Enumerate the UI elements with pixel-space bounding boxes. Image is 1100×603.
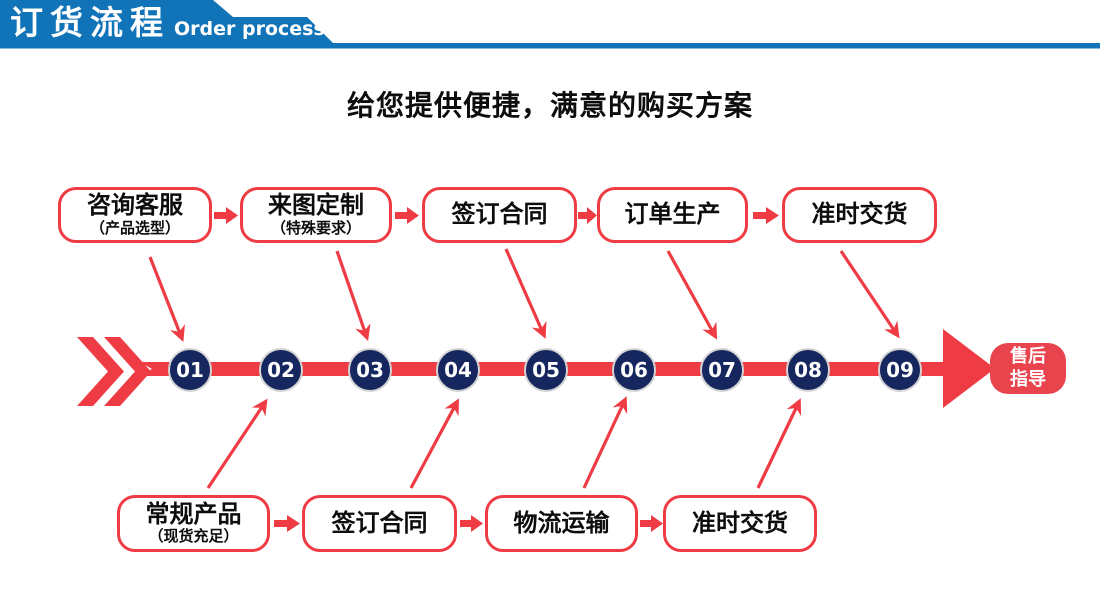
step-circle-06: 06 [612,348,656,392]
arrow-top1-to-step1 [148,256,185,342]
flow-box-custom-drawing: 来图定制 （特殊要求） [240,187,392,243]
after-sales-badge: 售后 指导 [990,343,1066,394]
flow-box-label: 准时交货 [811,200,908,229]
flow-box-on-time-delivery-top: 准时交货 [782,187,937,243]
arrow-between-bottom-boxes [274,515,663,532]
arrow-bottom3-to-step6 [582,396,628,489]
flow-box-order-production: 订单生产 [597,187,748,243]
flow-box-label: 订单生产 [624,200,721,229]
arrow-between-top-boxes [214,207,779,224]
step-number: 09 [886,358,914,382]
step-circle-09: 09 [878,348,922,392]
after-sales-line1: 售后 [1010,346,1046,367]
arrow-bottom2-to-step4 [409,398,460,489]
start-chevron-icon [77,337,124,406]
step-number: 03 [356,358,384,382]
flow-box-label: 常规产品 [145,499,242,528]
flow-box-sublabel: （现货充足） [148,527,239,546]
flow-box-logistics: 物流运输 [485,495,638,552]
arrow-top3-to-step5 [504,248,547,339]
step-number: 07 [708,358,736,382]
flow-box-regular-product: 常规产品 （现货充足） [117,495,270,552]
flow-box-label: 咨询客服 [87,191,183,220]
step-number: 01 [176,358,204,382]
arrow-top5-to-step9 [839,250,900,339]
step-circle-04: 04 [436,348,480,392]
flow-box-label: 签订合同 [331,508,428,537]
flow-box-label: 签订合同 [451,200,548,229]
flow-box-consult-service: 咨询客服 （产品选型） [58,187,212,243]
step-circle-05: 05 [524,348,568,392]
step-circle-07: 07 [700,348,744,392]
banner-subtitle: Order process [174,18,325,40]
arrow-bottom1-to-step2 [206,398,268,489]
step-number: 08 [794,358,822,382]
step-number: 06 [620,358,648,382]
banner-shape [0,0,1100,49]
step-circle-08: 08 [786,348,830,392]
banner-title: 订货流程 [10,3,170,42]
flow-box-on-time-delivery-bottom: 准时交货 [663,495,817,552]
step-number: 02 [267,358,295,382]
step-number: 04 [444,358,472,382]
step-circle-02: 02 [259,348,303,392]
step-number: 05 [532,358,560,382]
page-title: 给您提供便捷，满意的购买方案 [346,89,753,122]
flow-box-label: 来图定制 [268,191,364,220]
flow-box-sign-contract-top: 签订合同 [422,187,577,243]
arrow-bottom4-to-step8 [756,398,802,489]
after-sales-line2: 指导 [1010,368,1046,390]
start-chevron-icon [104,337,151,406]
flow-box-sublabel: （产品选型） [89,218,180,237]
step-circle-03: 03 [348,348,392,392]
flow-box-label: 准时交货 [692,508,788,537]
flow-box-sign-contract-bottom: 签订合同 [302,495,457,552]
step-circle-01: 01 [168,348,212,392]
end-arrowhead-icon [943,329,995,408]
arrow-top2-to-step3 [335,250,371,342]
arrow-top4-to-step7 [666,250,718,340]
flow-box-label: 物流运输 [513,508,610,537]
flow-box-sublabel: （特殊要求） [270,218,361,237]
